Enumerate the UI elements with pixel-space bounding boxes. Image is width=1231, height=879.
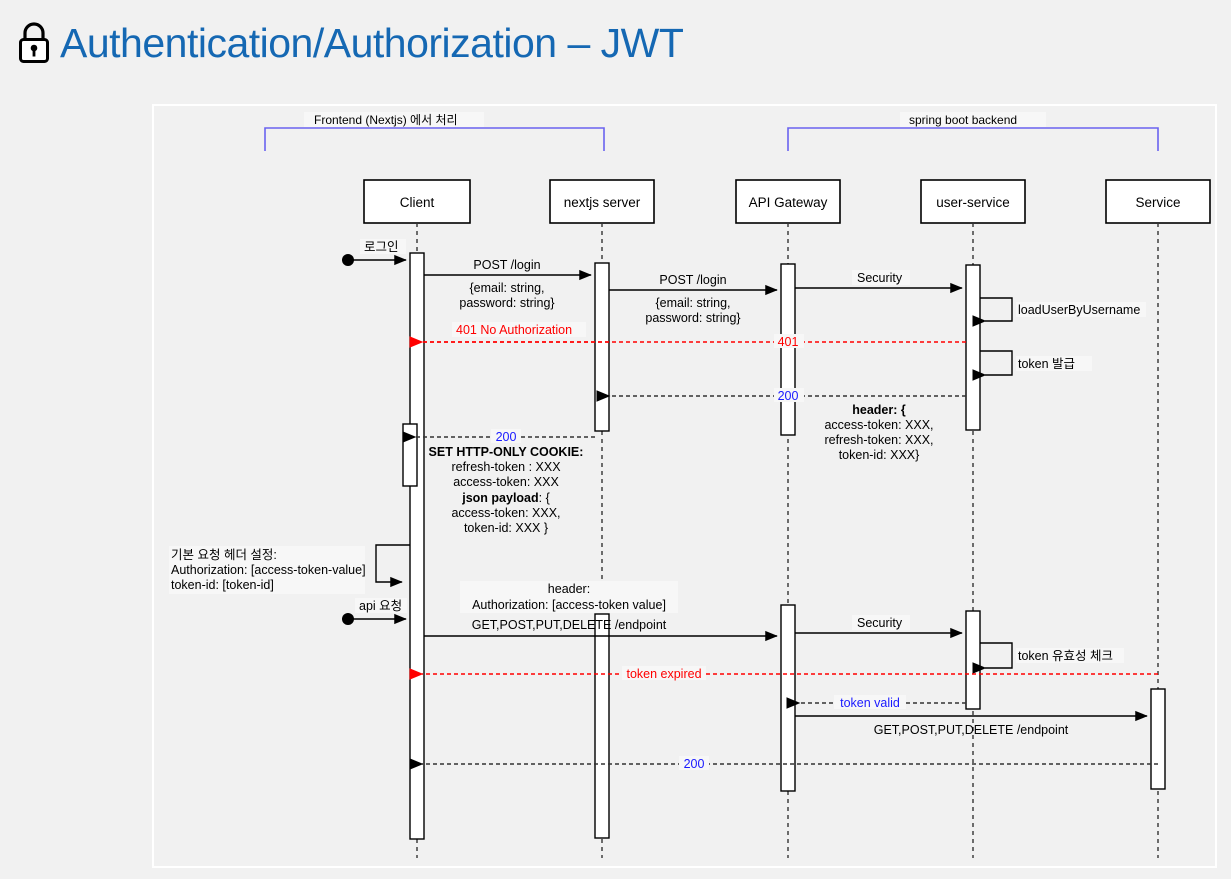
- activation-service: [1150, 688, 1166, 790]
- message-label-token-expired: token expired: [626, 667, 701, 681]
- participant-user-service[interactable]: user-service: [920, 179, 1026, 224]
- activation-gateway-1: [780, 263, 796, 436]
- participant-service[interactable]: Service: [1105, 179, 1211, 224]
- group-bracket-frontend: Frontend (Nextjs) 에서 처리: [264, 112, 605, 151]
- message-label-security-1: Security: [857, 271, 903, 285]
- message-label-login: 로그인: [364, 240, 399, 254]
- message-post-login-1: POST /login {email: string, password: st…: [424, 258, 592, 310]
- note-payload-access: access-token: XXX,: [451, 506, 560, 520]
- message-label-401-no-authorization: 401 No Authorization: [456, 323, 572, 337]
- message-label-token-issue: token 발급: [1018, 357, 1075, 371]
- note-header-config-line3: token-id: [token-id]: [171, 578, 274, 592]
- sequence-diagram-frame: Frontend (Nextjs) 에서 처리 spring boot back…: [152, 104, 1217, 868]
- participant-nextjs-server[interactable]: nextjs server: [549, 179, 655, 224]
- activation-client-nested: [402, 423, 418, 487]
- message-label-token-valid: token valid: [840, 696, 900, 710]
- message-label-post-login-2: POST /login: [659, 273, 726, 287]
- note-payload-tokenid: token-id: XXX }: [464, 521, 548, 535]
- actor-start-dot-api: [342, 613, 354, 625]
- message-token-validity-check: token 유효성 체크: [972, 642, 1124, 674]
- message-security-2: Security: [795, 615, 963, 639]
- participant-api-gateway[interactable]: API Gateway: [735, 179, 841, 224]
- message-label-401: 401: [778, 335, 799, 349]
- message-default-header-config: 기본 요청 헤더 설정: Authorization: [access-toke…: [169, 544, 410, 594]
- message-endpoint-forward: GET,POST,PUT,DELETE /endpoint: [795, 710, 1148, 737]
- message-label-token-check: token 유효성 체크: [1018, 649, 1113, 663]
- message-label-endpoint-request: GET,POST,PUT,DELETE /endpoint: [472, 618, 667, 632]
- page-title: Authentication/Authorization – JWT: [60, 19, 684, 66]
- participant-label-nextjs-server: nextjs server: [564, 195, 641, 210]
- message-post-login-2: POST /login {email: string, password: st…: [609, 273, 778, 325]
- page-header: Authentication/Authorization – JWT: [14, 12, 684, 74]
- message-security-1: Security: [795, 270, 963, 294]
- message-login: 로그인: [342, 239, 407, 266]
- note-access-token: access-token: XXX,: [824, 418, 933, 432]
- activation-client: [409, 252, 425, 840]
- participant-label-user-service: user-service: [936, 195, 1010, 210]
- message-endpoint-request: header: Authorization: [access-token val…: [424, 581, 778, 642]
- group-bracket-backend: spring boot backend: [787, 112, 1159, 151]
- message-200-frontend: 200 SET HTTP-ONLY COOKIE: refresh-token …: [402, 429, 595, 535]
- actor-start-dot-login: [342, 254, 354, 266]
- message-label-post-login-1: POST /login: [473, 258, 540, 272]
- message-200-final: 200: [409, 756, 1158, 771]
- activation-nextjs-1: [594, 262, 610, 432]
- message-load-user-by-username: loadUserByUsername: [972, 297, 1146, 327]
- message-401: 401 401 No Authorization: [409, 322, 966, 349]
- message-label-200-backend: 200: [778, 389, 799, 403]
- message-note-credentials-2-line1: {email: string,: [655, 296, 730, 310]
- lock-icon: [19, 22, 49, 63]
- note-refresh-token: refresh-token: XXX,: [824, 433, 933, 447]
- activation-nextjs-2: [594, 613, 610, 839]
- note-json-payload: json payload: {: [461, 491, 550, 505]
- message-note-credentials-1-line2: password: string}: [459, 296, 554, 310]
- message-label-load-user: loadUserByUsername: [1018, 303, 1140, 317]
- participant-label-service: Service: [1135, 195, 1180, 210]
- message-label-security-2: Security: [857, 616, 903, 630]
- activation-gateway-2: [780, 604, 796, 792]
- group-label-frontend: Frontend (Nextjs) 에서 처리: [314, 113, 458, 127]
- note-header-open: header: {: [852, 403, 906, 417]
- group-label-backend: spring boot backend: [909, 113, 1017, 127]
- participant-label-api-gateway: API Gateway: [749, 195, 828, 210]
- message-api-request: api 요청: [342, 598, 407, 625]
- note-token-id: token-id: XXX}: [839, 448, 920, 462]
- message-note-header-word: header:: [548, 582, 590, 596]
- note-cookie-access: access-token: XXX: [453, 475, 559, 489]
- message-label-endpoint-forward: GET,POST,PUT,DELETE /endpoint: [874, 723, 1069, 737]
- message-200-backend: 200 header: { access-token: XXX, refresh…: [596, 388, 966, 462]
- activation-user-service-1: [965, 264, 981, 431]
- message-label-200-frontend: 200: [496, 430, 517, 444]
- message-token-valid: token valid: [786, 695, 966, 710]
- note-cookie-refresh: refresh-token : XXX: [451, 460, 561, 474]
- participant-label-client: Client: [400, 195, 435, 210]
- message-note-credentials-2-line2: password: string}: [645, 311, 740, 325]
- activation-user-service-2: [965, 610, 981, 710]
- message-token-expired: token expired: [409, 666, 1158, 681]
- note-set-cookie-title: SET HTTP-ONLY COOKIE:: [429, 445, 584, 459]
- message-note-credentials-1-line1: {email: string,: [469, 281, 544, 295]
- message-label-api-request: api 요청: [359, 599, 402, 613]
- note-header-config-line2: Authorization: [access-token-value]: [171, 563, 366, 577]
- message-token-issue: token 발급: [972, 350, 1092, 381]
- sequence-diagram-canvas: Frontend (Nextjs) 에서 처리 spring boot back…: [169, 112, 1211, 858]
- note-header-config-line1: 기본 요청 헤더 설정:: [171, 548, 277, 562]
- message-label-200-final: 200: [684, 757, 705, 771]
- participant-client[interactable]: Client: [363, 179, 471, 224]
- message-note-authorization-value: Authorization: [access-token value]: [472, 598, 666, 612]
